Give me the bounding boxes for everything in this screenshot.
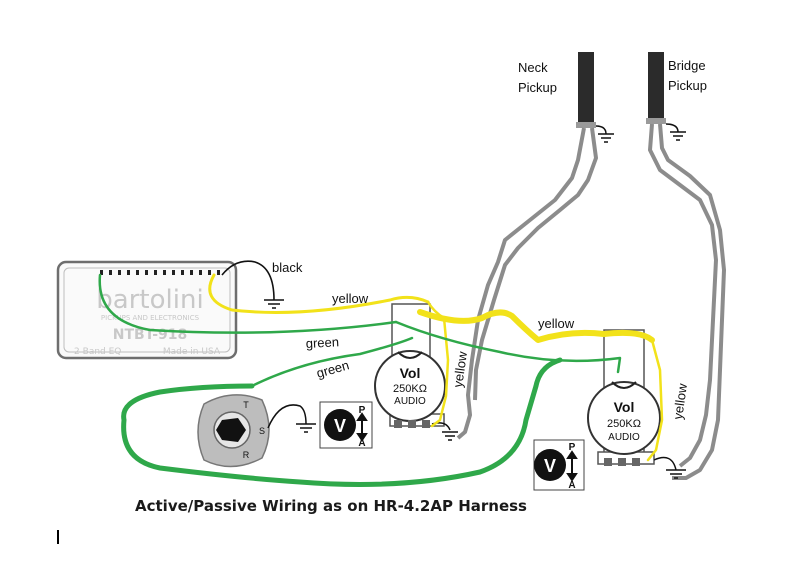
jack-sleeve-label: S <box>259 426 265 436</box>
green-wire-label-top: green <box>305 334 339 351</box>
yellow-wires <box>208 273 664 462</box>
green-wires <box>98 273 622 487</box>
neck-gray-cable <box>456 127 598 440</box>
output-jack: T S R <box>197 394 270 468</box>
neck-ground-icon <box>595 125 614 143</box>
neck-pickup-label-line1: Neck <box>518 60 548 75</box>
ap-switch-2: V P A <box>533 439 585 491</box>
switch-1-bottom: A <box>358 438 365 449</box>
switch-1-arrows-icon <box>356 412 368 442</box>
pot-2-taper: AUDIO <box>608 432 640 443</box>
pot-2-value: 250KΩ <box>607 418 641 430</box>
bridge-ground-icon <box>665 123 686 141</box>
switch-1-center: V <box>334 416 346 436</box>
ap-switch-1: V P A <box>319 401 373 449</box>
yellow-wire-label-pot2: yellow <box>670 382 690 420</box>
bridge-pickup-label-line1: Bridge <box>668 58 706 73</box>
yellow-wire-label-right: yellow <box>538 316 575 331</box>
switch-2-arrows-icon <box>566 450 578 482</box>
text-cursor <box>57 530 59 544</box>
jack-tip-label: T <box>243 400 249 410</box>
jack-ring-label: R <box>243 450 250 460</box>
pot-2-ground-icon <box>653 456 686 479</box>
volume-pot-2: Vol 250KΩ AUDIO <box>587 329 661 466</box>
pot-1-value: 250KΩ <box>393 383 427 395</box>
module-logo-sub: PICKUPS AND ELECTRONICS <box>101 314 200 322</box>
neck-pickup-cable <box>576 52 596 128</box>
pot-2-name: Vol <box>614 399 635 415</box>
module-ground-icon <box>264 299 284 309</box>
jack-ground-icon <box>267 404 316 433</box>
bridge-pickup-label-line2: Pickup <box>668 78 707 93</box>
bridge-gray-cable <box>648 123 726 480</box>
switch-2-top: P <box>569 442 576 453</box>
pot-1-name: Vol <box>400 365 421 381</box>
module-pins <box>100 270 220 275</box>
yellow-wire-label-top: yellow <box>332 291 369 306</box>
bridge-pickup-cable <box>646 52 666 124</box>
preamp-module: bartolini PICKUPS AND ELECTRONICS NTBT-9… <box>56 260 238 360</box>
module-eq: 2-Band EQ <box>74 347 121 357</box>
module-logo: bartolini <box>96 285 203 315</box>
yellow-wire-label-pot1: yellow <box>450 350 470 388</box>
black-wire <box>221 260 275 301</box>
switch-2-center: V <box>544 456 556 476</box>
switch-1-top: P <box>359 405 366 416</box>
black-wire-label: black <box>272 260 303 275</box>
neck-pickup-label-line2: Pickup <box>518 80 557 95</box>
switch-2-bottom: A <box>568 480 575 491</box>
diagram-caption: Active/Passive Wiring as on HR-4.2AP Har… <box>135 497 527 515</box>
pot-1-taper: AUDIO <box>394 396 426 407</box>
module-origin: Made in USA <box>163 347 221 357</box>
